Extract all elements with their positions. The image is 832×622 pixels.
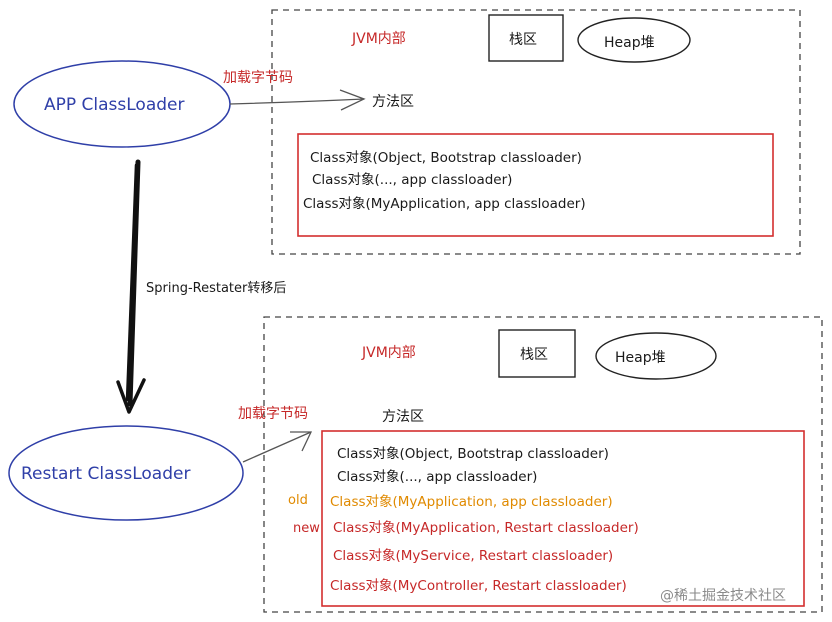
bottom-class-line-3-old: Class对象(MyApplication, app classloader) (330, 494, 613, 510)
bottom-jvm-boundary (263, 316, 823, 613)
bottom-class-line-4-new: Class对象(MyApplication, Restart classload… (333, 520, 639, 536)
bottom-stack-label: 栈区 (520, 347, 548, 363)
top-stack-label: 栈区 (509, 32, 537, 48)
watermark: @稀土掘金技术社区 (660, 588, 786, 604)
top-method-area-box (297, 133, 774, 237)
top-class-line-3: Class对象(MyApplication, app classloader) (303, 196, 586, 212)
bottom-class-line-6: Class对象(MyController, Restart classloade… (330, 578, 627, 594)
restart-classloader-label: Restart ClassLoader (21, 464, 190, 484)
old-tag: old (288, 493, 308, 508)
top-method-area-label: 方法区 (372, 94, 414, 110)
top-stack-box (488, 14, 564, 62)
bottom-class-line-1: Class对象(Object, Bootstrap classloader) (337, 446, 609, 462)
top-class-line-2: Class对象(..., app classloader) (312, 172, 512, 188)
bottom-jvm-title: JVM内部 (361, 345, 416, 361)
bottom-heap-ellipse (595, 332, 717, 380)
bottom-class-line-2: Class对象(..., app classloader) (337, 469, 537, 485)
restart-load-arrow (242, 431, 312, 463)
transition-label: Spring-Restater转移后 (146, 281, 286, 296)
top-jvm-title: JVM内部 (351, 31, 406, 47)
bottom-heap-label: Heap堆 (615, 350, 666, 366)
bottom-method-area-box (321, 430, 805, 607)
new-tag: new (293, 521, 320, 536)
transition-arrow-shaft (127, 159, 141, 407)
app-classloader-label: APP ClassLoader (44, 95, 185, 115)
top-class-line-1: Class对象(Object, Bootstrap classloader) (310, 150, 582, 166)
bottom-class-line-5: Class对象(MyService, Restart classloader) (333, 548, 613, 564)
top-heap-ellipse (577, 17, 691, 63)
app-load-arrow-label: 加载字节码 (223, 70, 293, 86)
bottom-stack-box (498, 329, 576, 378)
transition-arrow-head (116, 378, 146, 414)
restart-load-arrow-label: 加载字节码 (238, 406, 308, 422)
app-load-arrowhead (339, 89, 366, 111)
restart-classloader-ellipse (8, 425, 244, 521)
transition-arrow-shaft-2 (125, 163, 138, 402)
restart-load-arrowhead (290, 431, 313, 452)
top-heap-label: Heap堆 (604, 35, 655, 51)
app-load-arrow (229, 98, 365, 105)
bottom-method-area-label: 方法区 (382, 409, 424, 425)
top-jvm-boundary (271, 9, 801, 255)
